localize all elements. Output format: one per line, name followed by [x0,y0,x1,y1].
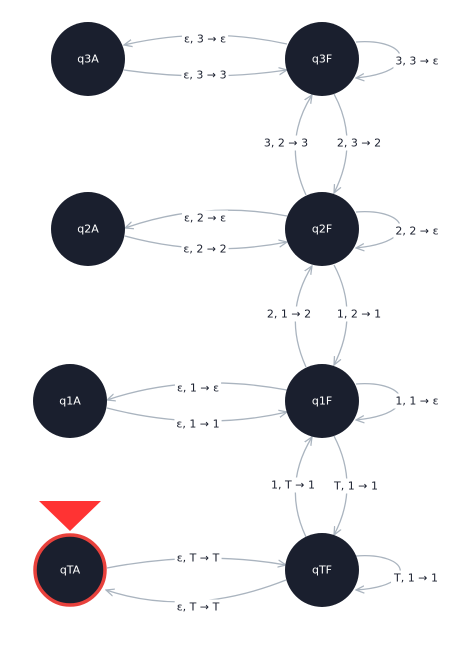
transition-edge-qTF-to-qTA [106,579,287,603]
state-node-q1F[interactable]: q1F [285,364,359,438]
state-node-q2A[interactable]: q2A [51,192,125,266]
transition-label: ε, 2 → 2 [183,243,226,256]
state-circle [285,192,359,266]
transition-label-background [174,380,222,396]
transition-label-background [181,31,229,47]
transition-label: ε, T → T [177,601,220,614]
transition-label-background [334,306,384,322]
transition-label: 2, 2 → ε [395,225,438,238]
transition-label-background [181,210,229,226]
state-label: q2F [312,223,332,236]
transition-label-background [393,393,441,409]
transition-label-background [391,570,440,586]
transition-label-background [174,550,222,566]
transition-label: T, 1 → 1 [393,572,438,585]
nodes-layer: q3A q3F q2A q2F q1A q1F qTA qTF [33,22,359,607]
state-node-q3A[interactable]: q3A [51,22,125,96]
transition-label-background [174,599,222,615]
state-label: q1A [59,395,81,408]
transition-label-background [261,135,311,151]
transition-label: ε, 1 → 1 [176,418,219,431]
state-node-q3F[interactable]: q3F [285,22,359,96]
transition-label: ε, 3 → 3 [183,69,226,82]
state-circle [51,192,125,266]
state-label: q3A [77,53,99,66]
state-node-q1A[interactable]: q1A [33,364,107,438]
state-label: qTA [60,564,81,577]
state-label: q2A [77,223,99,236]
transition-label-background [334,135,384,151]
transition-label: 2, 1 → 2 [267,308,311,321]
state-circle [51,22,125,96]
transition-label-background [174,416,222,432]
transition-label: ε, 2 → ε [184,212,226,225]
transition-edge-qTF-to-qTF [356,555,401,590]
transition-label: ε, 3 → ε [184,33,226,46]
transition-label-background [264,306,314,322]
transition-label: 1, 1 → ε [395,395,438,408]
state-label: q1F [312,395,332,408]
state-circle [285,364,359,438]
transition-label: ε, T → T [177,552,220,565]
transition-label: 2, 3 → 2 [337,137,381,150]
state-node-q2F[interactable]: q2F [285,192,359,266]
transition-label: 3, 3 → ε [395,55,438,68]
transition-label: 3, 2 → 3 [264,137,308,150]
start-state-marker-icon [39,501,101,531]
state-node-qTF[interactable]: qTF [285,533,359,607]
state-circle [33,533,107,607]
transition-label-background [331,478,380,494]
state-circle [285,533,359,607]
transition-label-background [393,223,441,239]
state-circle [285,22,359,96]
state-label: q3F [312,53,332,66]
state-label: qTF [312,564,332,577]
transition-label-background [181,67,229,83]
transition-label: ε, 1 → ε [177,382,219,395]
transition-label-background [393,53,441,69]
transition-label: 1, T → 1 [271,479,315,492]
transition-label: T, 1 → 1 [333,480,378,493]
state-node-qTA[interactable]: qTA [33,501,107,607]
state-circle [33,364,107,438]
edge-labels-layer: ε, 3 → ε ε, 3 → 3 3, 3 → ε 3, 2 → 3 2, 3 → 2… [174,31,441,615]
transition-label-background [269,477,317,493]
transition-label: 1, 2 → 1 [337,308,381,321]
transition-label-background [181,241,229,257]
